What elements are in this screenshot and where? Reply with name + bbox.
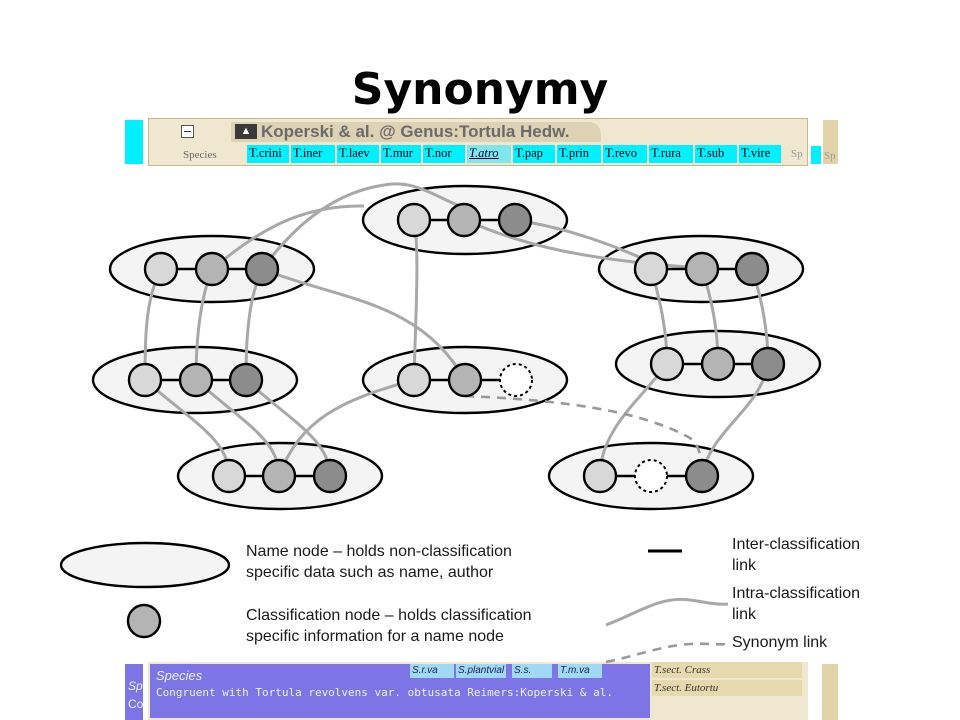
- screenshot-edge-right: [811, 146, 821, 164]
- classification-node: [127, 362, 163, 398]
- genus-tab[interactable]: [231, 122, 601, 142]
- legend-graphics: [59, 541, 729, 664]
- legend-name-node-line2: specific data such as name, author: [246, 564, 494, 581]
- bottom-edge-right: [822, 664, 838, 720]
- triangle-up-icon: ▲: [235, 124, 257, 139]
- bottom-edge-left: [125, 664, 143, 720]
- legend-synonym-link-icon: [605, 642, 729, 664]
- classification-node: [211, 458, 247, 494]
- bottom-left-fragment: Co: [128, 697, 144, 711]
- mini-cell[interactable]: S.r.va: [410, 664, 454, 678]
- species-right-label: Sp: [791, 148, 803, 160]
- species-cell[interactable]: T.sub: [695, 145, 737, 163]
- classification-node: [143, 251, 179, 287]
- synonym-link: [464, 394, 704, 477]
- classification-node: [633, 251, 669, 287]
- legend-class-node-line2: specific information for a name node: [246, 628, 504, 645]
- classification-node: [750, 346, 786, 382]
- legend-class-node-line1: Classification node – holds classificati…: [246, 607, 532, 624]
- congruent-text: Congruent with Tortula revolvens var. ob…: [156, 686, 613, 699]
- species-cell[interactable]: T.atro: [467, 145, 511, 163]
- mini-cell[interactable]: S.s.: [512, 664, 552, 678]
- screenshot-top-strip: ▲ Koperski & al. @ Genus:Tortula Hedw. S…: [148, 118, 808, 166]
- section-cell[interactable]: T.sect. Eutortu: [652, 680, 802, 696]
- far-right-label: Sp: [824, 150, 836, 162]
- classification-node: [582, 458, 618, 494]
- classification-node: [684, 251, 720, 287]
- legend-name-node-line1: Name node – holds non-classification: [246, 543, 512, 560]
- legend-intra-link-icon: [605, 597, 729, 627]
- screenshot-edge-left: [125, 120, 143, 164]
- species-cell[interactable]: T.prin: [557, 145, 601, 163]
- species-cell[interactable]: T.revo: [603, 145, 647, 163]
- empty-classification-node: [634, 459, 668, 493]
- legend-name-node-icon: [59, 541, 231, 589]
- legend-inter-line2: link: [732, 557, 757, 574]
- species-cell[interactable]: T.crini: [247, 145, 289, 163]
- mini-cell[interactable]: S.plantvial: [456, 664, 506, 678]
- classification-node: [312, 458, 348, 494]
- species-cell[interactable]: T.mur: [381, 145, 421, 163]
- classification-node: [178, 362, 214, 398]
- species-panel-title: Species: [156, 668, 203, 683]
- classification-node: [396, 362, 432, 398]
- species-cell[interactable]: T.iner: [291, 145, 335, 163]
- classification-node: [396, 202, 432, 238]
- classification-node: [244, 251, 280, 287]
- screenshot-bottom-strip: Species Congruent with Tortula revolvens…: [148, 662, 808, 720]
- legend-intra-line1: Intra-classification: [732, 585, 861, 602]
- genus-tab-label: Koperski & al. @ Genus:Tortula Hedw.: [261, 122, 570, 141]
- classification-node: [497, 202, 533, 238]
- species-cell[interactable]: T.vire: [739, 145, 781, 163]
- classification-node: [734, 251, 770, 287]
- collapse-icon[interactable]: [181, 125, 194, 138]
- empty-classification-node: [499, 363, 533, 397]
- classification-node: [684, 458, 720, 494]
- species-cell[interactable]: T.laev: [337, 145, 379, 163]
- classification-node: [700, 346, 736, 382]
- intra-classification-link: [211, 204, 365, 271]
- classification-node: [228, 362, 264, 398]
- species-cell[interactable]: T.nor: [423, 145, 465, 163]
- legend-synonym: Synonym link: [732, 634, 828, 651]
- intra-classification-link: [261, 267, 467, 381]
- legend-classification-node-icon: [126, 603, 162, 639]
- classification-nodes: [127, 202, 786, 494]
- classification-node: [447, 362, 483, 398]
- screenshot-edge-right-tan: [823, 120, 838, 164]
- classification-node: [649, 346, 685, 382]
- intra-classification-link: [277, 378, 415, 477]
- slide-title: Synonymy: [351, 64, 609, 115]
- species-cell[interactable]: T.pap: [513, 145, 555, 163]
- legend-intra-line2: link: [732, 606, 757, 623]
- intra-classification-link: [260, 182, 471, 270]
- mini-cell[interactable]: T.m.va: [558, 664, 602, 678]
- species-cell[interactable]: T.rura: [649, 145, 693, 163]
- classification-node: [261, 458, 297, 494]
- legend-inter-line1: Inter-classification: [732, 536, 861, 553]
- bottom-left-fragment: Sp: [128, 679, 143, 693]
- classification-node: [446, 202, 482, 238]
- species-label: Species: [183, 149, 217, 161]
- section-cell[interactable]: T.sect. Crass: [652, 662, 802, 678]
- classification-node: [194, 251, 230, 287]
